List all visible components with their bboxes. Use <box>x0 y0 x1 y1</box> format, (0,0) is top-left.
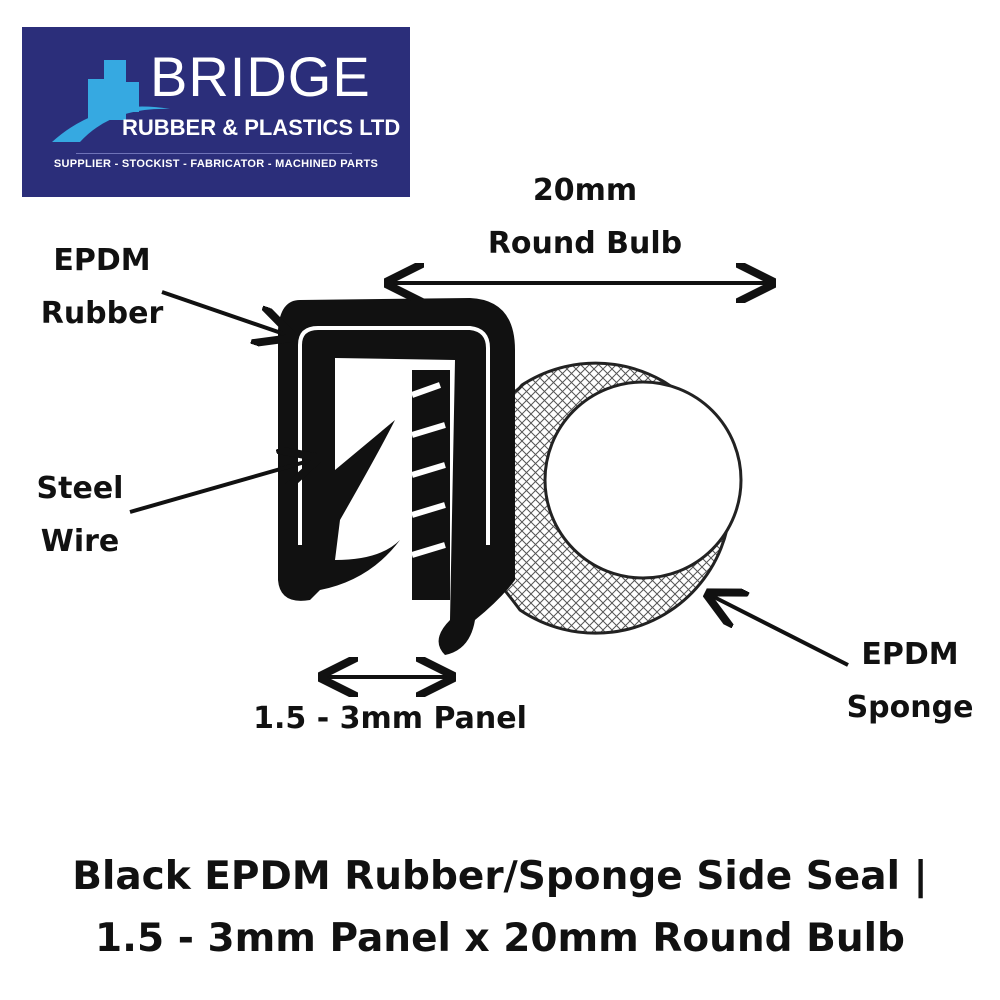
sponge-pointer-arrow <box>712 596 849 667</box>
buildings-icon <box>52 60 170 142</box>
logo-divider <box>76 153 352 154</box>
sponge-bulb <box>498 361 743 635</box>
epdm-rubber-line2: Rubber <box>40 296 164 331</box>
logo-brand: BRIDGE <box>150 45 371 108</box>
company-logo: BRIDGE RUBBER & PLASTICS LTD SUPPLIER - … <box>22 27 410 197</box>
epdm-sponge-label: EPDM Sponge <box>830 628 990 734</box>
logo-tagline: SUPPLIER - STOCKIST - FABRICATOR - MACHI… <box>53 158 379 170</box>
steel-wire-label: Steel Wire <box>10 462 150 568</box>
product-title: Black EPDM Rubber/Sponge Side Seal | 1.5… <box>0 846 1000 970</box>
title-line2: 1.5 - 3mm Panel x 20mm Round Bulb <box>95 916 905 961</box>
panel-label: 1.5 - 3mm Panel <box>253 701 527 736</box>
epdm-sponge-line1: EPDM <box>861 637 959 672</box>
rubber-profile <box>278 298 515 655</box>
steel-wire-line1: Steel <box>36 471 124 506</box>
logo-subtitle: RUBBER & PLASTICS LTD <box>122 115 401 140</box>
steel-wire-line2: Wire <box>40 524 120 559</box>
wire-pointer-arrow <box>129 460 312 514</box>
title-line1: Black EPDM Rubber/Sponge Side Seal | <box>72 854 928 899</box>
epdm-rubber-line1: EPDM <box>53 243 151 278</box>
bulb-size-line2: Round Bulb <box>487 226 683 261</box>
bulb-size-label: 20mm Round Bulb <box>470 164 700 270</box>
epdm-sponge-line2: Sponge <box>846 690 974 725</box>
rubber-pointer-arrow <box>161 290 287 335</box>
bulb-size-line1: 20mm <box>532 173 638 208</box>
epdm-rubber-label: EPDM Rubber <box>22 234 182 340</box>
